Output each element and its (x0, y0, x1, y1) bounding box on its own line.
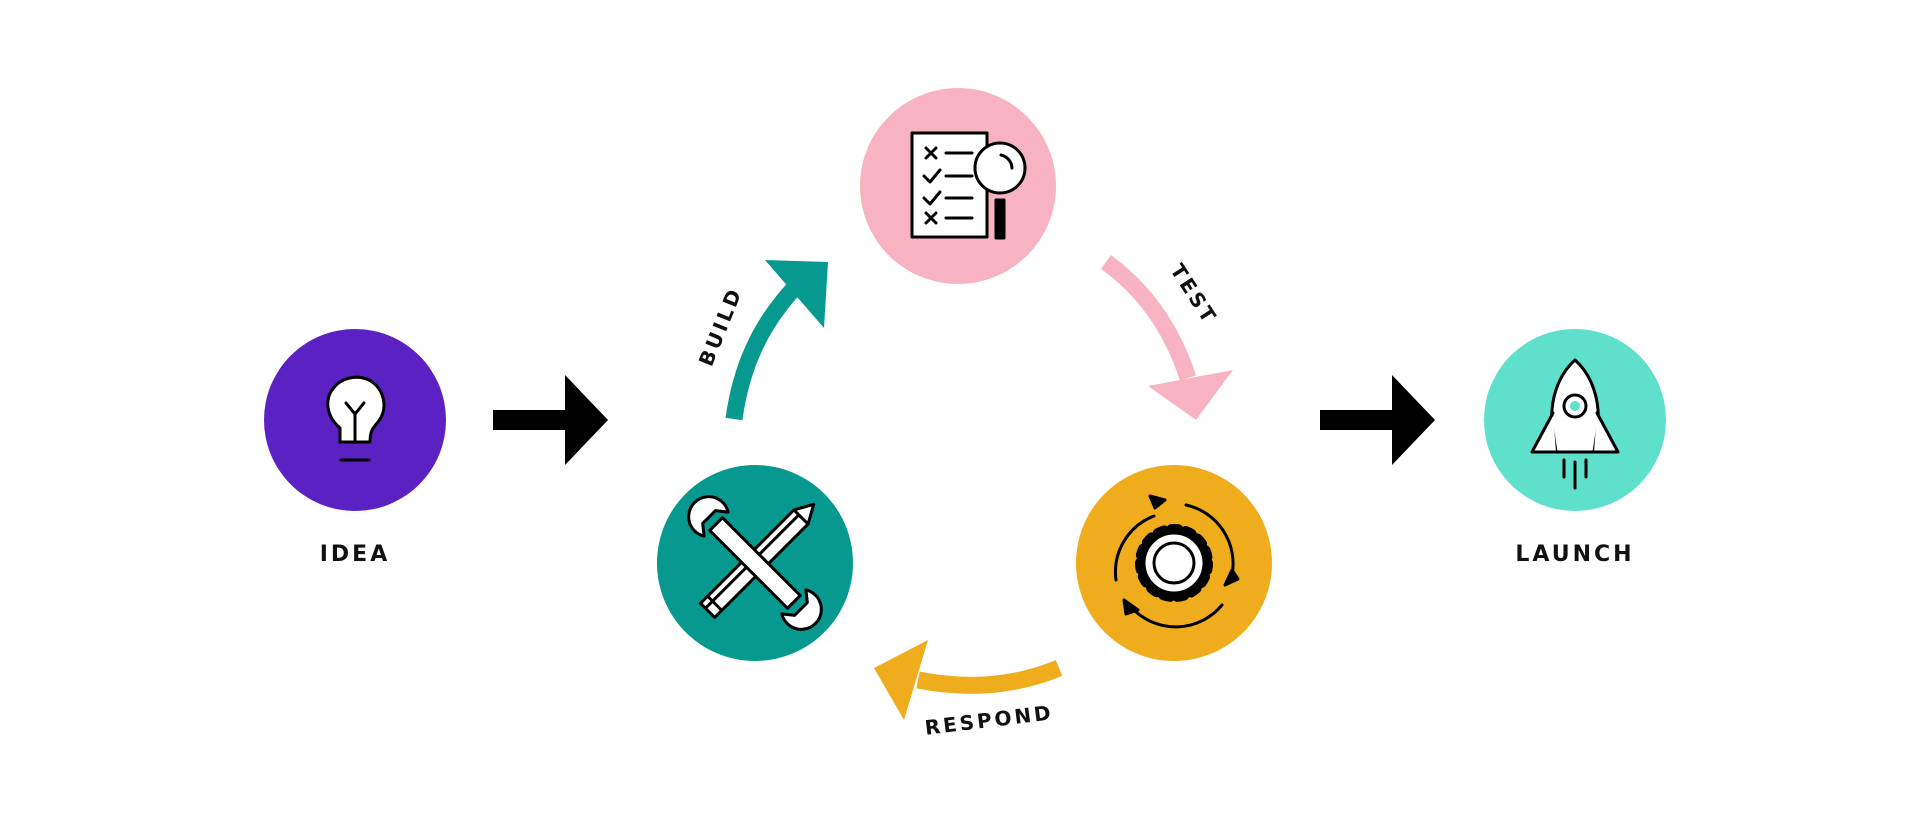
lightbulb-icon (326, 375, 386, 462)
connector-arrow-idea-to-cycle (493, 375, 608, 465)
checklist-magnifier-icon (910, 131, 1027, 240)
respond-node (1076, 465, 1272, 661)
connector-arrow-cycle-to-launch (1320, 375, 1435, 465)
wrench-pencil-icon (687, 495, 823, 631)
test-node (860, 88, 1056, 284)
idea-node (264, 329, 446, 511)
gear-cycle-icon (1113, 494, 1240, 629)
respond-arrow-label: RESPOND (923, 700, 1054, 740)
build-arrow (725, 260, 828, 421)
launch-node (1484, 329, 1666, 511)
test-arrow-label: TEST (1165, 259, 1222, 329)
idea-label: IDEA (320, 542, 391, 567)
test-arrow (1100, 255, 1233, 420)
launch-label: LAUNCH (1515, 542, 1634, 567)
build-arrow-label: BUILD (694, 283, 747, 369)
respond-arrow (874, 640, 1063, 720)
rocket-icon (1530, 358, 1620, 490)
build-node (657, 465, 853, 661)
